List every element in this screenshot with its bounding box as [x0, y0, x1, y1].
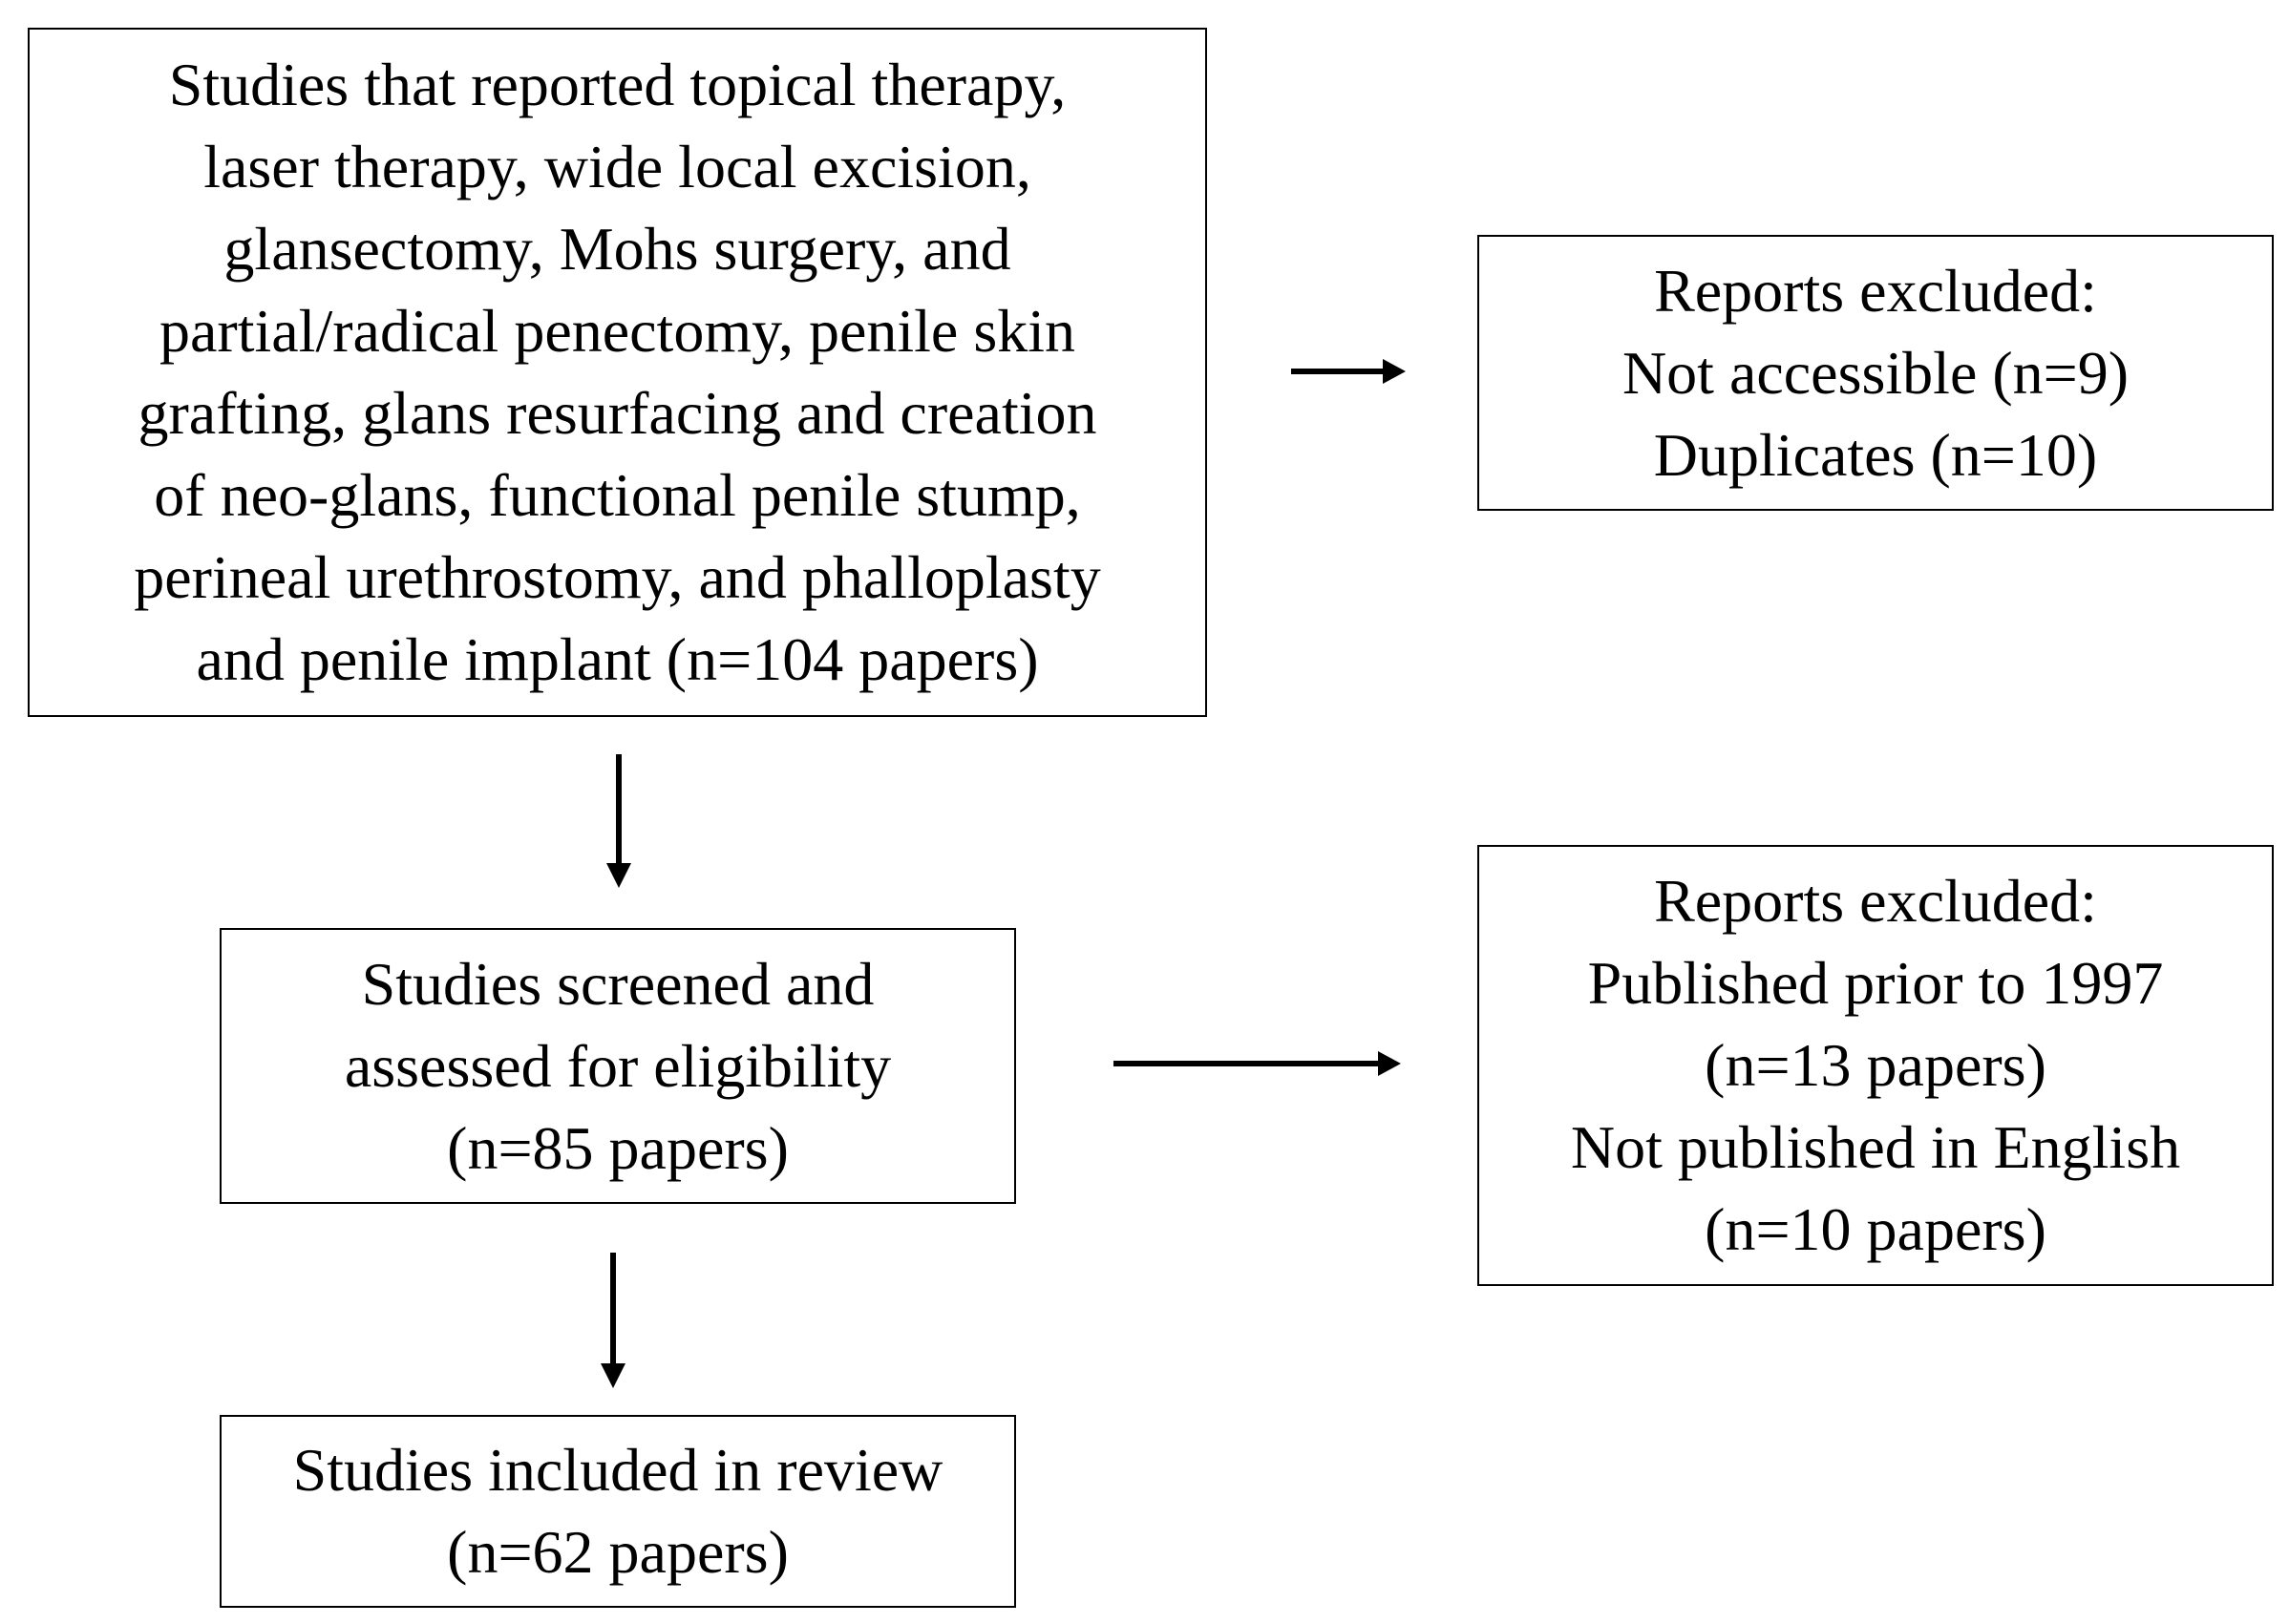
- arrow-screened-to-excluded-second: [1113, 1051, 1401, 1076]
- excluded-reports-box-second: Reports excluded: Published prior to 199…: [1477, 845, 2274, 1286]
- box-text-line: (n=10 papers): [1705, 1195, 2046, 1263]
- box-text-line: partial/radical penectomy, penile skin: [159, 297, 1076, 365]
- arrow-screened-to-included: [601, 1253, 625, 1388]
- box-text-line: grafting, glans resurfacing and creation: [138, 379, 1097, 447]
- excluded-reports-box-first: Reports excluded: Not accessible (n=9) D…: [1477, 235, 2274, 511]
- box-text-line: of neo-glans, functional penile stump,: [154, 461, 1081, 529]
- box-text-line: and penile implant (n=104 papers): [196, 625, 1039, 693]
- box-text-line: Studies that reported topical therapy,: [168, 51, 1067, 118]
- arrow-top-to-screened: [606, 754, 631, 888]
- included-studies-box: Studies included in review (n=62 papers): [220, 1415, 1016, 1608]
- box-text-line: Reports excluded:: [1654, 867, 2097, 935]
- box-text-line: perineal urethrostomy, and phalloplasty: [134, 543, 1101, 611]
- screened-studies-box: Studies screened and assessed for eligib…: [220, 928, 1016, 1204]
- box-text-line: Published prior to 1997: [1587, 949, 2164, 1017]
- box-text-line: Duplicates (n=10): [1653, 420, 2098, 489]
- box-text-line: (n=13 papers): [1705, 1031, 2046, 1099]
- box-text-line: Not published in English: [1570, 1113, 2181, 1181]
- box-text-line: Not accessible (n=9): [1621, 338, 2130, 407]
- box-text-line: Studies included in review: [292, 1436, 943, 1504]
- box-text-line: glansectomy, Mohs surgery, and: [223, 215, 1011, 283]
- identified-studies-box: Studies that reported topical therapy, l…: [28, 28, 1207, 717]
- box-text-line: laser therapy, wide local excision,: [203, 133, 1031, 200]
- box-text-line: Reports excluded:: [1654, 256, 2097, 325]
- box-text-line: Studies screened and: [361, 949, 875, 1018]
- box-text-line: assessed for eligibility: [344, 1031, 892, 1100]
- box-text-line: (n=85 papers): [447, 1113, 789, 1182]
- box-text-line: (n=62 papers): [447, 1518, 789, 1586]
- arrow-top-to-excluded-first: [1291, 359, 1406, 384]
